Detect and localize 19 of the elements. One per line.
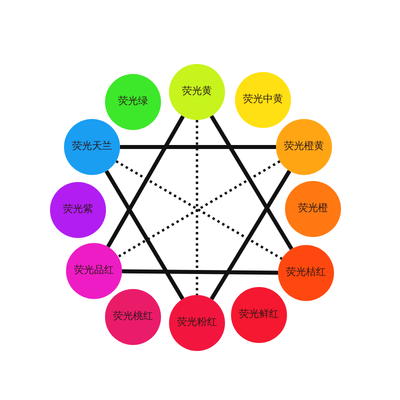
color-circle: 荧光黄	[169, 64, 225, 120]
connector-line	[210, 114, 294, 250]
color-circle: 荧光品红	[66, 243, 122, 299]
color-circle: 荧光粉红	[169, 295, 225, 351]
color-circle: 荧光天兰	[64, 119, 120, 175]
color-circle: 荧光桔红	[278, 245, 334, 301]
color-circle: 荧光鲜红	[231, 287, 287, 343]
color-circle: 荧光橙	[285, 181, 341, 237]
color-circle: 荧光橙黄	[276, 119, 332, 175]
connector-line	[210, 170, 292, 300]
color-circle: 荧光桃红	[105, 289, 161, 345]
connector-line	[120, 145, 276, 149]
dotted-line	[196, 120, 198, 295]
connector-line	[106, 115, 185, 248]
color-circle: 荧光中黄	[235, 72, 291, 128]
connector-line	[122, 269, 278, 275]
connector-line	[104, 170, 184, 300]
color-circle: 荧光绿	[105, 74, 161, 130]
color-circle: 荧光紫	[50, 182, 106, 238]
